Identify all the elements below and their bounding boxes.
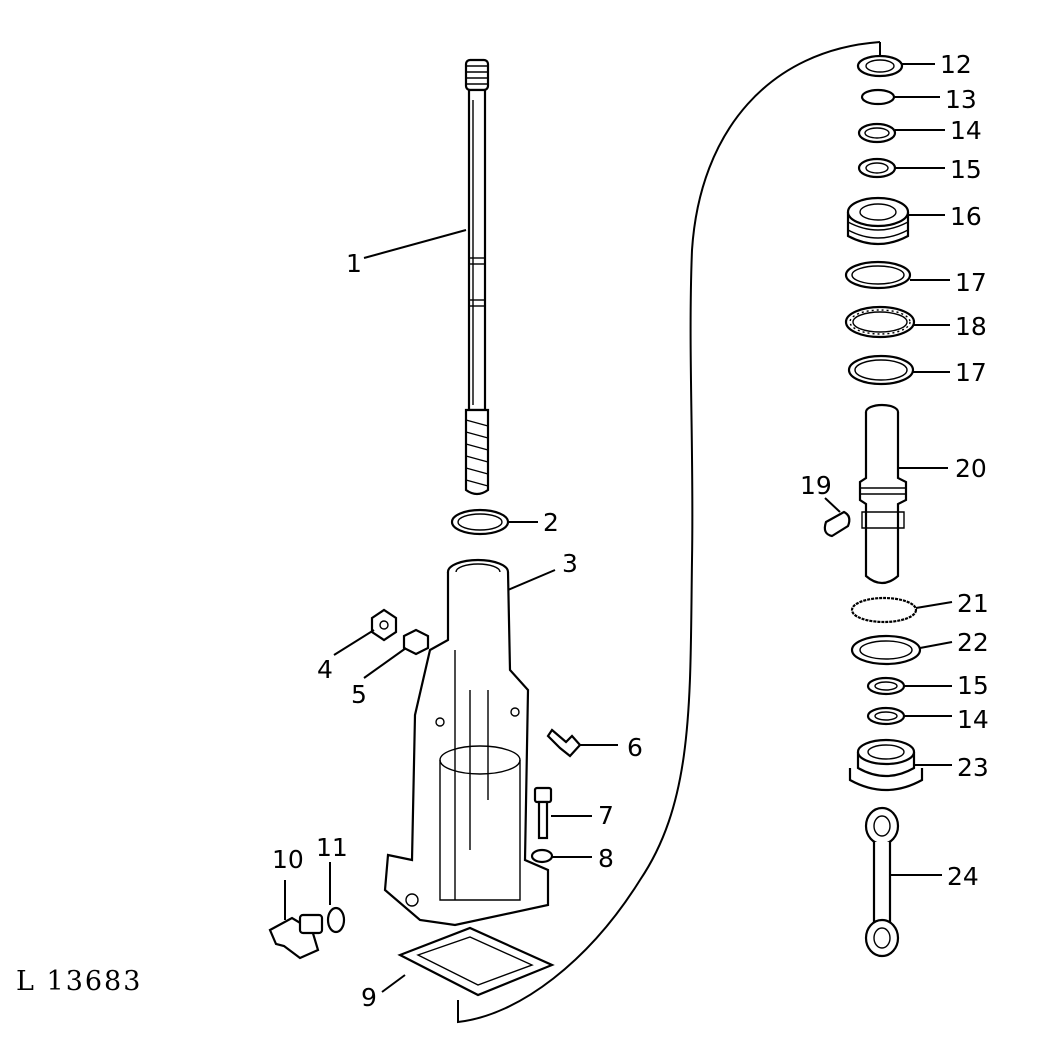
part-22-ring	[850, 634, 922, 666]
callout-24: 24	[947, 862, 979, 891]
part-11-seal-ring	[326, 906, 346, 934]
callout-20: 20	[955, 454, 987, 483]
callout-22: 22	[957, 628, 989, 657]
part-15-bearing-lower	[866, 676, 906, 696]
part-13-snap-ring	[860, 88, 896, 106]
callout-14-lower: 14	[957, 705, 989, 734]
callout-7: 7	[598, 801, 614, 830]
part-17-ring-lower	[847, 354, 915, 386]
callout-16: 16	[950, 202, 982, 231]
callout-4: 4	[317, 655, 333, 684]
part-23-cap	[848, 738, 924, 791]
part-8-washer	[530, 848, 554, 864]
callout-11: 11	[316, 833, 348, 862]
figure-reference: L 13683	[16, 966, 142, 997]
part-9-gasket	[397, 926, 555, 997]
part-1-shaft	[464, 58, 490, 496]
group-bracket	[457, 41, 881, 1024]
callout-14-upper: 14	[950, 116, 982, 145]
part-15-bearing-upper	[857, 157, 897, 179]
callout-18: 18	[955, 312, 987, 341]
callout-13: 13	[945, 85, 977, 114]
callout-19: 19	[800, 471, 832, 500]
callout-9: 9	[361, 983, 377, 1012]
part-17-ring-upper	[844, 260, 912, 290]
part-14-washer-lower	[866, 706, 906, 726]
part-3-housing	[383, 558, 550, 927]
part-20-piston-sleeve	[858, 403, 908, 585]
part-12-seal	[856, 54, 904, 78]
callout-15-lower: 15	[957, 671, 989, 700]
callout-12: 12	[940, 50, 972, 79]
part-16-bushing	[846, 196, 910, 246]
part-7-bolt	[533, 786, 553, 840]
leader-lines	[284, 63, 953, 993]
part-10-elbow-fitting	[268, 913, 324, 960]
callout-21: 21	[957, 589, 989, 618]
callout-labels: 1 2 3 4 5 6 7 8 9 10 11 12 13 14 15 16 1…	[272, 50, 989, 1012]
callout-6: 6	[627, 733, 643, 762]
callout-8: 8	[598, 844, 614, 873]
part-19-pin	[823, 510, 851, 538]
part-14-washer-upper	[857, 122, 897, 144]
callout-17-lower: 17	[955, 358, 987, 387]
callout-23: 23	[957, 753, 989, 782]
callout-1: 1	[346, 249, 362, 278]
part-24-connecting-rod	[864, 806, 900, 958]
callout-2: 2	[543, 508, 559, 537]
callout-17-upper: 17	[955, 268, 987, 297]
part-6-screw	[546, 728, 582, 758]
part-5-fitting	[402, 628, 430, 656]
part-21-seal	[850, 596, 918, 624]
callout-15-upper: 15	[950, 155, 982, 184]
part-18-thrust-bearing	[844, 305, 916, 339]
part-4-nut	[370, 608, 398, 642]
callout-10: 10	[272, 845, 304, 874]
callout-3: 3	[562, 549, 578, 578]
callout-5: 5	[351, 680, 367, 709]
